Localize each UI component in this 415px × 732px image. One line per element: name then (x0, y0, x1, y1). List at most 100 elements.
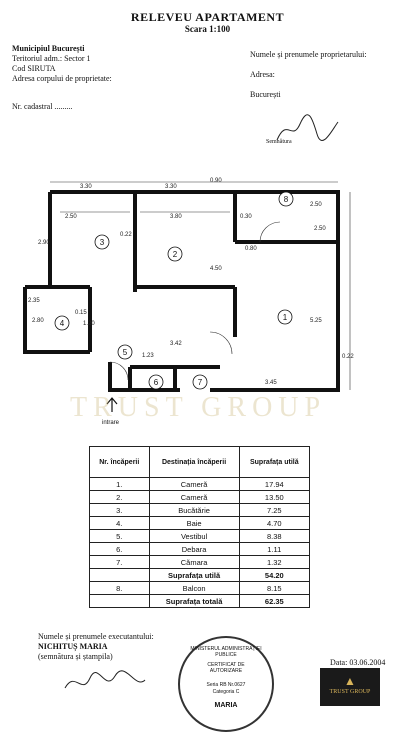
room-number: 3 (100, 238, 105, 247)
stamp-top-text: MINISTERUL ADMINISTRAȚIEI PUBLICE (190, 646, 262, 658)
logo-text: TRUST GROUP (329, 689, 371, 695)
owner-address: Adresa: (250, 70, 275, 79)
row-area: 1.11 (238, 542, 311, 556)
row-name: Baie (148, 516, 240, 530)
siruta-code: Cod SIRUTA (12, 64, 56, 73)
row-area: 13.50 (238, 490, 311, 504)
total-area-value: 62.35 (238, 594, 311, 608)
stamp-name: MARIA (214, 702, 238, 709)
dim-label: 1.23 (142, 353, 154, 359)
room-number: 6 (154, 378, 159, 387)
dim-label: 1.20 (83, 321, 95, 327)
header-nr: Nr. încăperii (89, 446, 150, 478)
dim-label: 3.30 (165, 184, 177, 190)
owner-city: București (250, 90, 281, 99)
dim-label: 2.50 (314, 226, 326, 232)
table-header-row: Nr. încăperii Destinația încăperii Supra… (89, 446, 311, 478)
document-title: RELEVEU APARTAMENT (130, 10, 285, 24)
room-number: 8 (284, 195, 289, 204)
balcony-value: 8.15 (238, 581, 311, 595)
dim-label: 0.22 (120, 232, 132, 238)
owner-signature-label: Semnătura (266, 139, 292, 145)
row-name: Bucătărie (148, 503, 240, 517)
dim-label: 2.80 (32, 318, 44, 324)
dim-label: 3.45 (265, 380, 277, 386)
row-area: 17.94 (238, 477, 311, 491)
dim-label: 3.80 (170, 214, 182, 220)
dim-label: 0.30 (240, 214, 252, 220)
entrance-label: intrare (102, 420, 120, 426)
row-nr: 4. (89, 516, 150, 530)
stamp-series: Seria RB Nr.0627 (206, 682, 246, 688)
row-area: 4.70 (238, 516, 311, 530)
official-stamp: MINISTERUL ADMINISTRAȚIEI PUBLICE CERTIF… (178, 636, 274, 732)
total-area-label: Suprafața totală (148, 594, 240, 608)
row-area: 8.38 (238, 529, 311, 543)
dim-label: 0.90 (210, 178, 222, 184)
room-number: 2 (173, 250, 178, 259)
trust-group-logo: ▲ TRUST GROUP (320, 668, 380, 706)
row-area: 1.32 (238, 555, 311, 569)
row-name: Cameră (148, 477, 240, 491)
row-name: Cameră (148, 490, 240, 504)
balcony-label: Balcon (148, 581, 240, 595)
row-nr: 6. (89, 542, 150, 556)
row-nr: 7. (89, 555, 150, 569)
dim-label: 2.50 (65, 214, 77, 220)
row-nr: 3. (89, 503, 150, 517)
useful-area-value: 54.20 (238, 568, 311, 582)
dim-label: 4.50 (210, 266, 222, 272)
row-nr: 5. (89, 529, 150, 543)
signature-stamp-note: (semnătura și ștampila) (38, 652, 113, 661)
executor-name: NICHITUȘ MARIA (38, 642, 108, 651)
stamp-category: Categoria C (212, 689, 240, 695)
row-name: Cămara (148, 555, 240, 569)
stamp-cert: CERTIFICAT DE AUTORIZARE (207, 662, 245, 674)
room-number: 1 (283, 313, 288, 322)
document-scale: Scara 1:100 (184, 24, 231, 34)
dim-label: 0.22 (342, 354, 354, 360)
document-date: Data: 03.06.2004 (330, 658, 386, 667)
header-destination: Destinația încăperii (148, 446, 240, 478)
right-header-block: Numele și prenumele proprietarului: Adre… (250, 50, 367, 100)
territory: Teritoriul adm.: Sector 1 (12, 54, 91, 63)
floor-plan: 3.30 3.30 0.90 2.50 3.80 0.30 2.50 2.90 … (23, 178, 354, 426)
executor-signature (64, 670, 146, 689)
room-number: 4 (60, 319, 65, 328)
row-nr: 8. (89, 581, 150, 595)
row-area: 7.25 (238, 503, 311, 517)
executor-label: Numele și prenumele executantului: (38, 632, 154, 641)
property-address: Adresa corpului de proprietate: (12, 74, 112, 83)
owner-label: Numele și prenumele proprietarului: (250, 50, 367, 59)
cadastral-number: Nr. cadastral ......... (12, 102, 73, 111)
dim-label: 3.42 (170, 341, 182, 347)
dim-label: 2.35 (28, 298, 40, 304)
rooms-table: Nr. încăperii Destinația încăperii Supra… (89, 446, 311, 608)
dim-label: 5.25 (310, 318, 322, 324)
useful-area-label: Suprafața utilă (148, 568, 240, 582)
municipality: Municipiul București (12, 44, 85, 53)
watermark: TRUST GROUP (70, 392, 327, 423)
dim-label: 0.80 (245, 246, 257, 252)
row-nr: 1. (89, 477, 150, 491)
dim-label: 2.90 (38, 240, 50, 246)
entrance-arrow-icon (106, 397, 118, 412)
dim-label: 2.50 (310, 202, 322, 208)
room-number: 7 (198, 378, 203, 387)
executor-block: Numele și prenumele executantului: NICHI… (38, 632, 154, 662)
left-header-block: Municipiul București Teritoriul adm.: Se… (12, 44, 112, 112)
row-name: Debara (148, 542, 240, 556)
owner-signature (276, 114, 339, 141)
dim-label: 3.30 (80, 184, 92, 190)
header-area: Suprafața utilă (238, 446, 311, 478)
row-name: Vestibul (148, 529, 240, 543)
